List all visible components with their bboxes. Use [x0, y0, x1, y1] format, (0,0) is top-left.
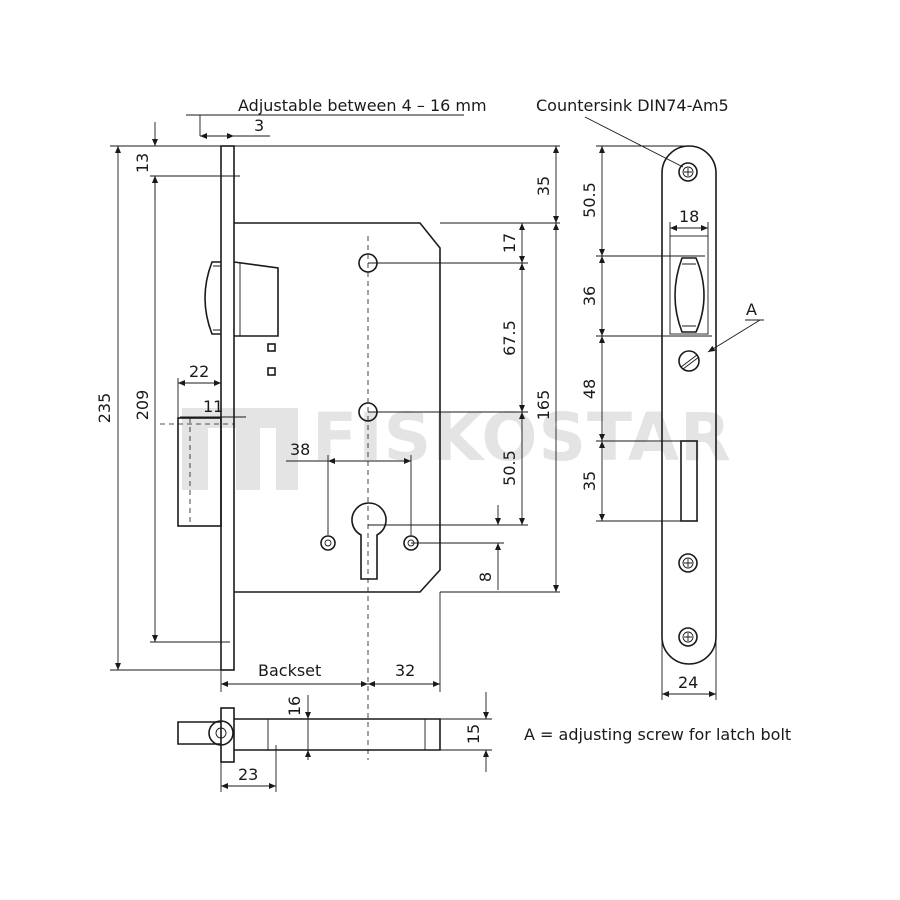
side-dimensions: Countersink DIN74-Am5 50.5 36 48 35 18 2… — [536, 96, 764, 700]
dim-8: 8 — [476, 572, 495, 582]
side-faceplate — [661, 145, 717, 665]
screw-lower-1 — [678, 553, 698, 573]
screw-hole-left — [320, 535, 336, 551]
dim-17: 17 — [500, 233, 519, 253]
bottom-latch — [177, 721, 221, 745]
bottom-case — [234, 718, 441, 751]
bottom-section-view: 16 15 23 — [177, 692, 492, 792]
dim-15: 15 — [464, 724, 483, 744]
legend-adjusting-screw: A = adjusting screw for latch bolt — [524, 725, 791, 744]
dim-3: 3 — [254, 116, 264, 135]
front-dimensions: Adjustable between 4 – 16 mm 3 13 235 20… — [95, 96, 560, 692]
screw-lower-2 — [678, 627, 698, 647]
countersink-screw-top — [678, 162, 698, 182]
dim-35-top: 35 — [534, 176, 553, 196]
latch-housing — [233, 261, 279, 337]
dim-50-5-mid: 50.5 — [500, 450, 519, 486]
lock-case-body — [234, 222, 441, 593]
dim-24: 24 — [678, 673, 698, 692]
dim-38: 38 — [290, 440, 310, 459]
dim-50-5-side: 50.5 — [580, 182, 599, 218]
bottom-faceplate — [220, 707, 235, 763]
watermark-logo — [182, 408, 298, 490]
cylinder-cutout — [351, 502, 387, 580]
dim-23: 23 — [238, 765, 258, 784]
dim-35-side: 35 — [580, 471, 599, 491]
dim-67-5: 67.5 — [500, 320, 519, 356]
dim-48: 48 — [580, 379, 599, 399]
dim-11: 11 — [203, 397, 223, 416]
dim-22: 22 — [189, 362, 209, 381]
dim-36: 36 — [580, 286, 599, 306]
indicator-square-1 — [267, 343, 276, 352]
dim-backset: Backset — [258, 661, 321, 680]
indicator-square-2 — [267, 367, 276, 376]
callout-a: A — [746, 300, 757, 319]
dim-32: 32 — [395, 661, 415, 680]
watermark: FISKOSTAR — [182, 399, 731, 490]
dim-165: 165 — [534, 390, 553, 421]
dim-235: 235 — [95, 393, 114, 424]
dim-209: 209 — [133, 390, 152, 421]
dead-bolt — [177, 417, 222, 527]
countersink-note: Countersink DIN74-Am5 — [536, 96, 729, 115]
dim-16: 16 — [285, 696, 304, 716]
adjustable-note: Adjustable between 4 – 16 mm — [238, 96, 487, 115]
adjusting-screw-a — [678, 350, 700, 372]
side-latch-bolt — [674, 257, 705, 333]
dim-18: 18 — [679, 207, 699, 226]
latch-bolt — [204, 261, 221, 335]
dim-13: 13 — [133, 153, 152, 173]
